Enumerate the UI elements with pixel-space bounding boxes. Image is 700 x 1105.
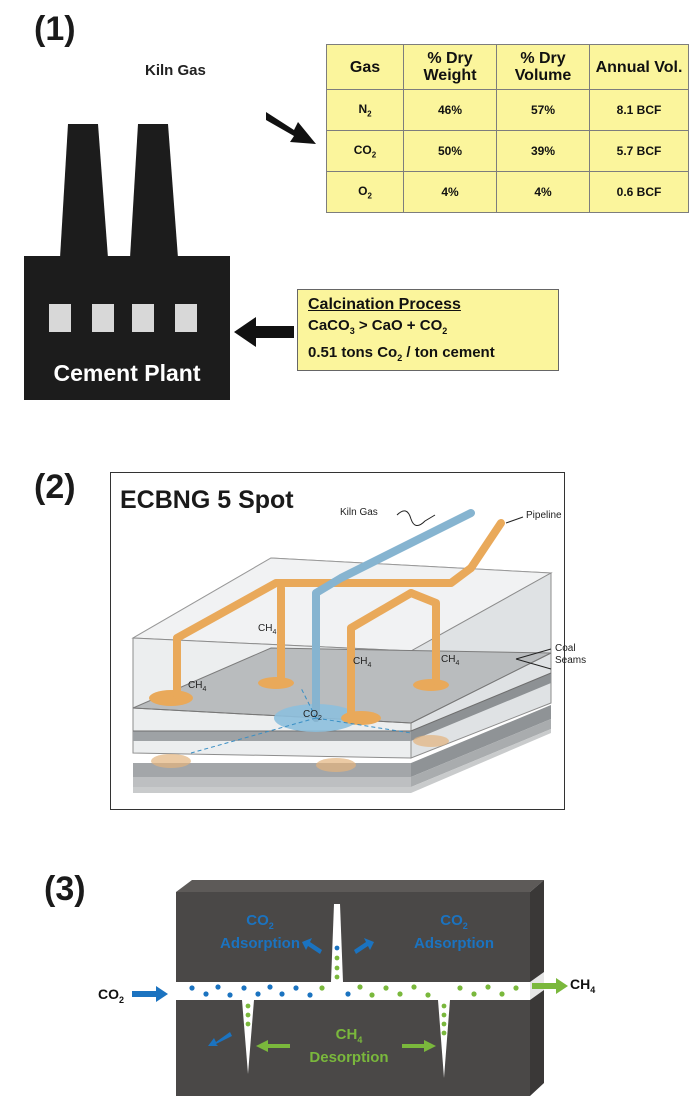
gas-cell: N2 <box>326 89 404 131</box>
outlet-arrow-icon <box>532 978 568 994</box>
annual-cell: 5.7 BCF <box>589 130 689 172</box>
volume-cell: 39% <box>496 130 590 172</box>
weight-cell: 50% <box>403 130 497 172</box>
co2-inlet-label: CO2 <box>98 986 125 1005</box>
annual-cell: 0.6 BCF <box>589 171 689 213</box>
co2-label: CO2 <box>303 709 322 722</box>
volume-cell: 57% <box>496 89 590 131</box>
molecule-dots <box>189 945 519 1036</box>
ch4-label-mid-right: CH4 <box>353 656 372 669</box>
kiln-gas-table: Gas % Dry Weight % Dry Volume Annual Vol… <box>326 44 689 213</box>
cement-plant-label: Cement Plant <box>53 360 201 386</box>
annual-cell: 8.1 BCF <box>589 89 689 131</box>
kiln-gas-title: Kiln Gas <box>145 62 206 79</box>
pipeline-label: Pipeline <box>526 510 562 521</box>
five-spot-diagram <box>131 509 553 793</box>
ecbng-title: ECBNG 5 Spot <box>120 486 294 514</box>
coal-cleat-diagram <box>176 880 544 1096</box>
arrow-to-plant-icon <box>234 317 294 347</box>
calcination-equation: CaCO3 > CaO + CO2 <box>308 317 448 336</box>
inlet-arrow-icon <box>132 986 168 1002</box>
gas-cell: CO2 <box>326 130 404 172</box>
col-gas: Gas <box>326 44 404 90</box>
kiln-gas-label-2: Kiln Gas <box>340 507 378 518</box>
table-header-row: Gas % Dry Weight % Dry Volume Annual Vol… <box>326 44 689 90</box>
table-row: O2 4% 4% 0.6 BCF <box>326 171 689 213</box>
section-2-label: (2) <box>34 468 76 506</box>
col-annual-vol: Annual Vol. <box>589 44 689 90</box>
table-row: CO2 50% 39% 5.7 BCF <box>326 130 689 172</box>
cement-plant-icon <box>24 124 230 400</box>
ch4-label-left: CH4 <box>188 680 207 693</box>
calcination-title: Calcination Process <box>308 296 461 313</box>
ch4-label-mid-left: CH4 <box>258 623 277 636</box>
table-row: N2 46% 57% 8.1 BCF <box>326 89 689 131</box>
section-3-label: (3) <box>44 870 86 908</box>
calcination-process-box: Calcination Process CaCO3 > CaO + CO2 0.… <box>297 289 559 371</box>
ch4-outlet-label: CH4 <box>570 976 596 995</box>
calcination-emission: 0.51 tons Co2 / ton cement <box>308 344 495 363</box>
gas-cell: O2 <box>326 171 404 213</box>
section-1-label: (1) <box>34 10 76 48</box>
col-dry-weight: % Dry Weight <box>403 44 497 90</box>
weight-cell: 4% <box>403 171 497 213</box>
ch4-label-right: CH4 <box>441 654 460 667</box>
arrow-to-table-icon <box>266 112 316 144</box>
weight-cell: 46% <box>403 89 497 131</box>
volume-cell: 4% <box>496 171 590 213</box>
col-dry-volume: % Dry Volume <box>496 44 590 90</box>
